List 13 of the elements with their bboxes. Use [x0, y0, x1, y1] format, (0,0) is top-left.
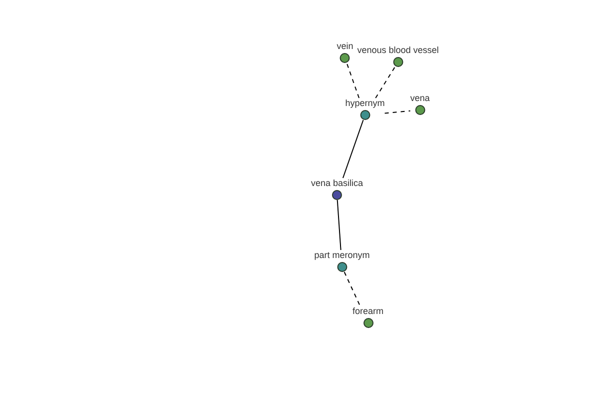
connector-line [336, 200, 342, 250]
node-label: venous blood vessel [357, 45, 439, 56]
connector-line [346, 62, 360, 98]
connector-line [344, 272, 361, 306]
node-label: vein [336, 41, 354, 52]
connector-line [384, 110, 411, 114]
node-label: part meronym [314, 250, 370, 261]
node-label: vena [410, 93, 430, 104]
node-label: vena basilica [310, 178, 364, 189]
connector-line [375, 66, 396, 98]
connector-line [342, 120, 364, 178]
node-label: forearm [352, 306, 384, 317]
node-label: hypernym [345, 98, 385, 109]
